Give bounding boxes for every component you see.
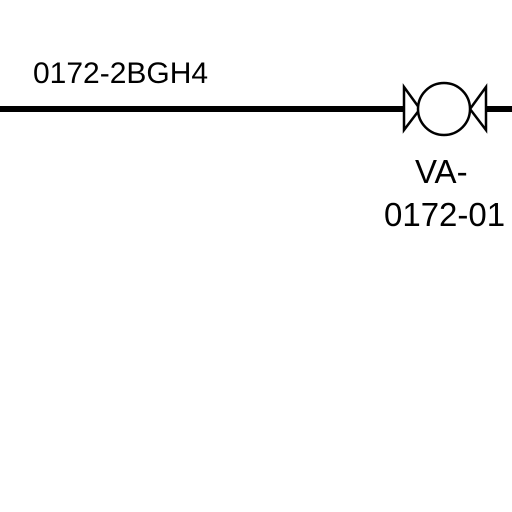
valve-body-left xyxy=(402,83,422,134)
valve-ball xyxy=(416,81,472,137)
valve-body-right xyxy=(468,83,488,134)
valve-tag-label: VA- 0172-01 xyxy=(384,150,505,236)
valve-symbol[interactable] xyxy=(402,81,488,137)
valve-tag-number: 0172-01 xyxy=(384,196,506,233)
line-number-label: 0172-2BGH4 xyxy=(33,57,209,90)
valve-tag-prefix: VA- xyxy=(415,153,468,190)
